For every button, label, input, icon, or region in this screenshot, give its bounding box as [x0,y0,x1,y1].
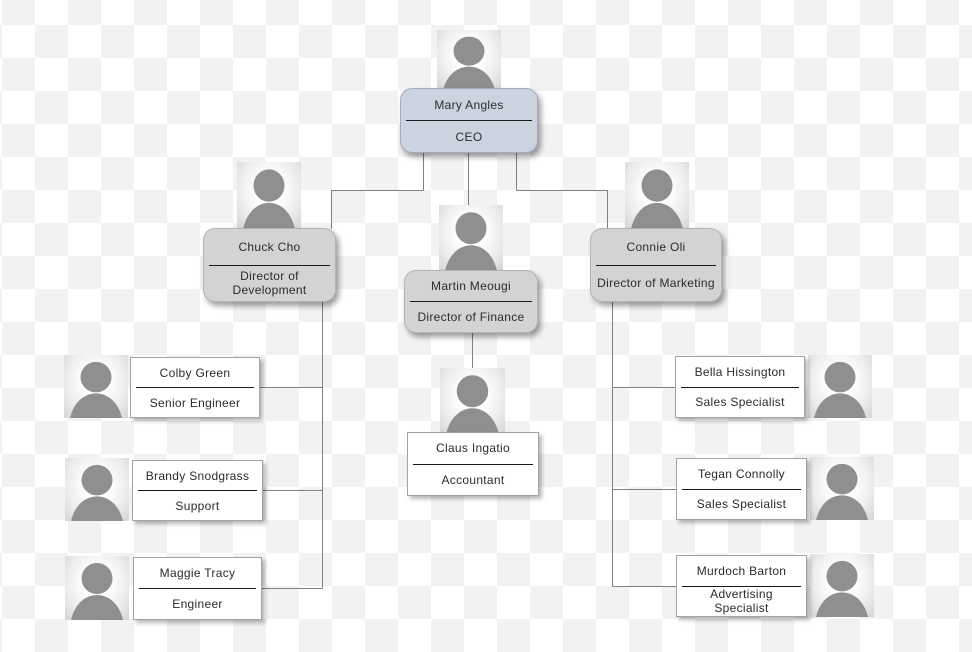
org-node-director-marketing[interactable]: Connie Oli Director of Marketing [590,228,722,302]
person-title: Director of Development [232,269,307,298]
person-icon [64,355,128,418]
person-title: Support [175,498,220,513]
person-icon [625,162,689,229]
card-divider [681,386,799,388]
person-icon [440,368,505,434]
person-name: Chuck Cho [238,239,301,254]
person-name: Brandy Snodgrass [145,468,250,483]
person-icon [437,30,501,90]
org-node-advertising-specialist[interactable]: Murdoch Barton Advertising Specialist [676,555,807,617]
org-node-director-development[interactable]: Chuck Cho Director of Development [203,228,336,302]
card-divider [209,264,330,266]
card-divider [410,301,532,302]
org-node-senior-engineer[interactable]: Colby Green Senior Engineer [130,357,260,418]
person-icon [439,205,503,271]
org-node-director-finance[interactable]: Martin Meougi Director of Finance [404,270,538,333]
person-name: Colby Green [159,365,231,380]
person-title: Sales Specialist [695,395,785,410]
person-title: Sales Specialist [696,497,787,512]
person-icon [808,355,872,418]
card-divider [596,264,716,266]
person-name: Connie Oli [626,239,686,254]
person-icon [810,457,874,520]
org-node-engineer[interactable]: Maggie Tracy Engineer [133,557,262,620]
card-divider [138,490,257,491]
person-icon [810,554,874,617]
person-name: Murdoch Barton [696,563,787,578]
org-node-sales-specialist-1[interactable]: Bella Hissington Sales Specialist [675,356,805,418]
person-icon [237,162,301,229]
org-node-support[interactable]: Brandy Snodgrass Support [132,460,263,521]
person-title: Senior Engineer [149,395,241,410]
person-name: Tegan Connolly [698,466,785,481]
org-node-ceo[interactable]: Mary Angles CEO [400,88,538,153]
person-name: Bella Hissington [694,364,786,379]
card-divider [136,387,254,388]
person-name: Mary Angles [434,97,504,112]
person-title: Accountant [441,472,505,487]
person-title: Director of Marketing [597,276,715,291]
person-title: Engineer [172,597,223,611]
person-title: Director of Finance [417,310,525,324]
card-divider [406,120,532,121]
person-title: Advertising Specialist [710,587,773,616]
org-node-sales-specialist-2[interactable]: Tegan Connolly Sales Specialist [676,458,807,520]
person-name: Martin Meougi [431,279,511,293]
person-title: CEO [455,129,483,144]
card-divider [413,463,533,465]
person-name: Claus Ingatio [436,441,510,456]
card-divider [682,585,801,587]
person-name: Maggie Tracy [159,566,236,580]
card-divider [139,588,256,589]
card-divider [682,488,801,490]
person-icon [65,458,129,521]
org-node-accountant[interactable]: Claus Ingatio Accountant [407,432,539,496]
person-icon [65,556,129,620]
